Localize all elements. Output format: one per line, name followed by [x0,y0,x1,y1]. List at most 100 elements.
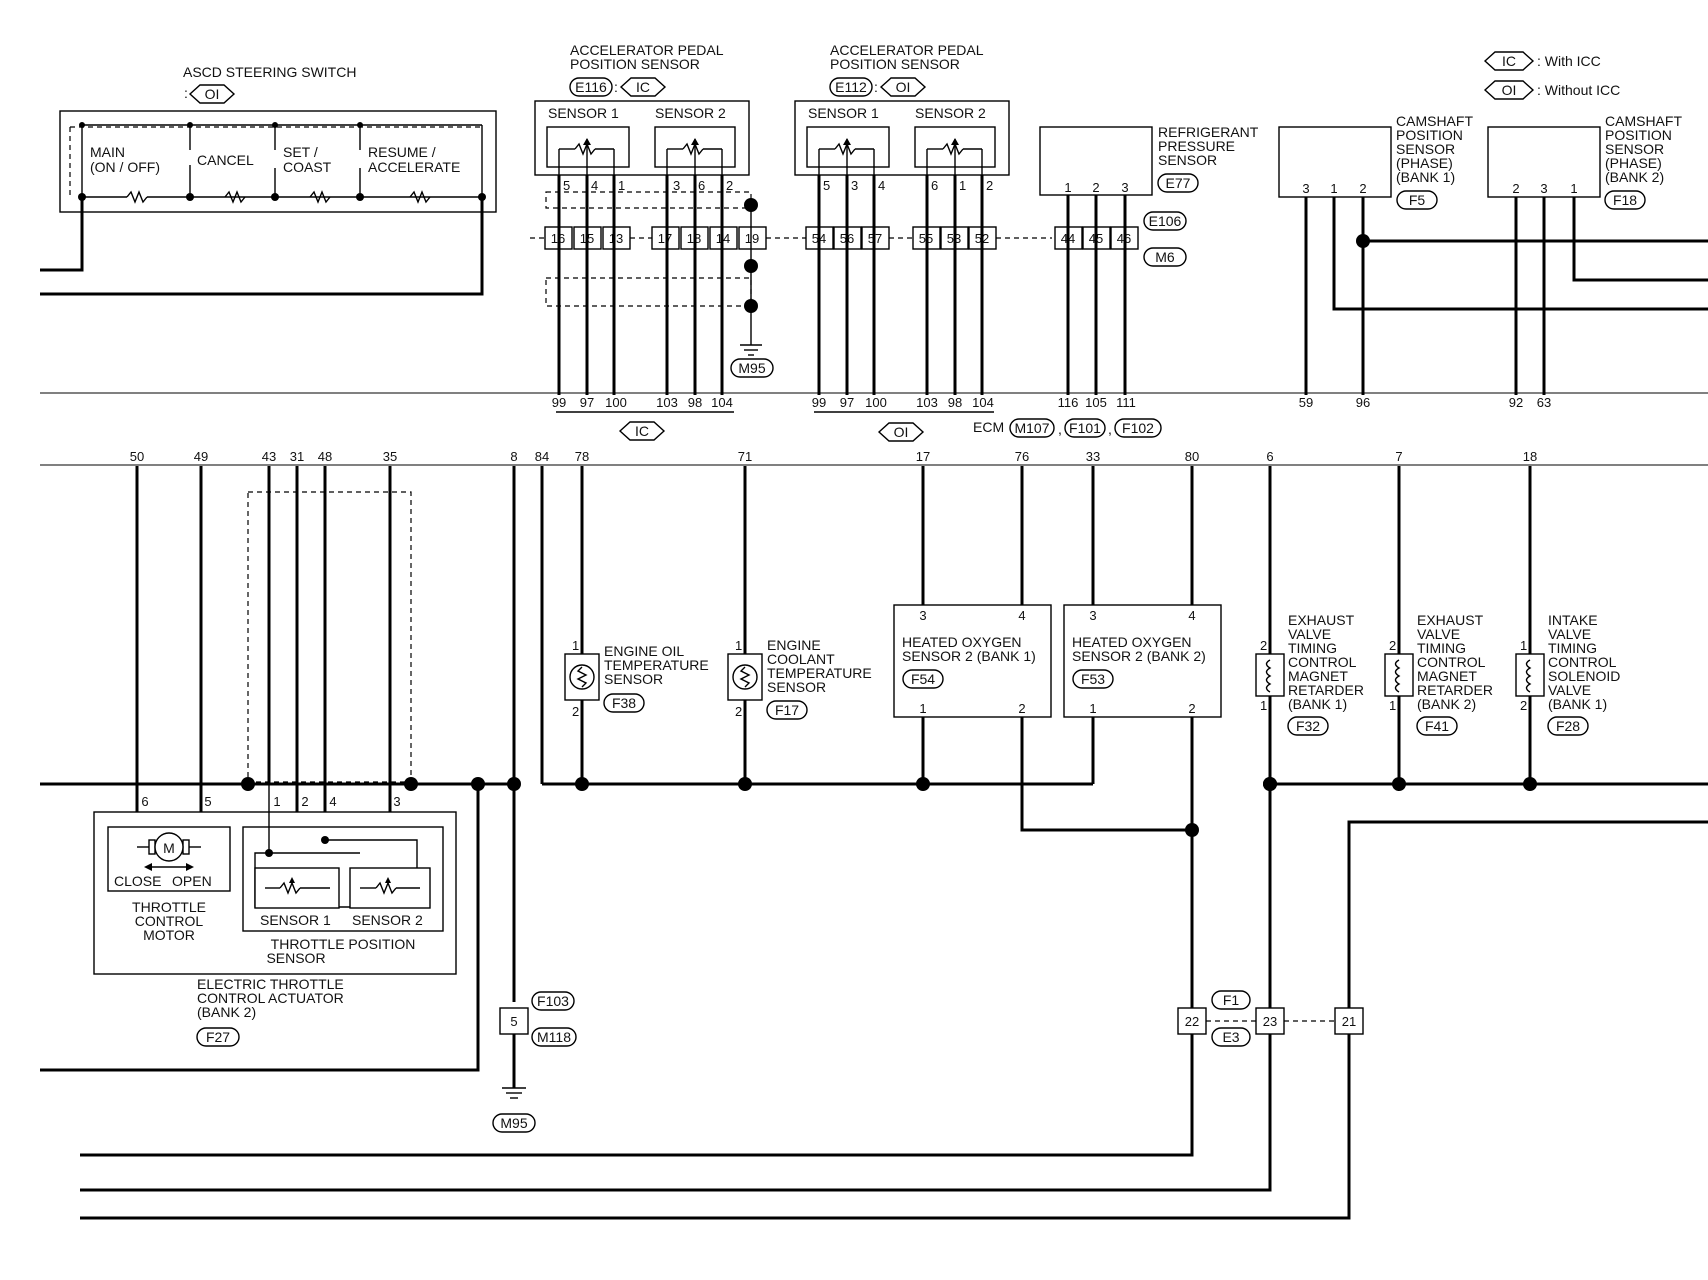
svg-text:CONTROL: CONTROL [1548,654,1617,670]
ecm-label: ECM M107 , F101 , F102 [973,418,1162,438]
app-ic-title-2: POSITION SENSOR [570,56,700,72]
engine-oil-temperature-sensor: 1 2 ENGINE OIL TEMPERATURE SENSOR F38 [564,466,709,791]
ecm-pin: 104 [972,395,994,410]
ecm-pin: 100 [865,395,887,410]
svg-text:TIMING: TIMING [1548,640,1597,656]
refrig-jconn1: E106 [1149,213,1182,229]
ecm-conn-2: F101 [1069,420,1101,436]
svg-text:17: 17 [916,449,930,464]
svg-text:3: 3 [919,608,926,623]
svg-text:THROTTLE: THROTTLE [132,899,206,915]
svg-text:71: 71 [738,449,752,464]
app-ic-pin: 3 [673,178,680,193]
app-ic-conn-sep: : [614,79,618,95]
legend-oi-text: : Without ICC [1537,82,1620,98]
svg-text:1: 1 [1330,181,1337,196]
cam1-title: CAMSHAFT [1396,113,1473,129]
refrig-pin: 2 [1092,180,1099,195]
app-ic-variant: IC [636,79,650,95]
exh1-conn: F32 [1296,718,1320,734]
ecm-pin: 103 [656,395,678,410]
ecm-text: ECM [973,419,1004,435]
tps-sensor2-label: SENSOR 2 [352,912,423,928]
ground-joint-conn2: M118 [537,1029,571,1045]
svg-text:7: 7 [1395,449,1402,464]
svg-text:SENSOR: SENSOR [767,679,826,695]
app-ic-conn-tag [569,77,613,97]
svg-text:TIMING: TIMING [1417,640,1466,656]
ground-joint-conn1: F103 [537,993,569,1009]
svg-text:1: 1 [1570,181,1577,196]
app-oi-pin: 5 [823,178,830,193]
camshaft-sensor-bank1: CAMSHAFT POSITION SENSOR (PHASE) (BANK 1… [1278,113,1708,410]
ecm-conn-3: F102 [1122,420,1154,436]
refrig-pin: 1 [1064,180,1071,195]
svg-text:84: 84 [535,449,549,464]
app-sensor-oi: ACCELERATOR PEDAL POSITION SENSOR E112 :… [794,42,1052,442]
svg-text:3: 3 [1089,608,1096,623]
ecm-comma: , [1108,421,1112,437]
heated-oxygen-sensor-bank2: 3 4 HEATED OXYGEN SENSOR 2 (BANK 2) F53 … [1063,466,1222,1008]
svg-text:4: 4 [1018,608,1025,623]
svg-text:3: 3 [1302,181,1309,196]
exhaust-valve-bank2: 2 1 EXHAUST VALVE TIMING CONTROL MAGNET … [1384,466,1493,791]
app-oi-conn: E112 [835,79,867,95]
svg-text:POSITION: POSITION [1396,127,1463,143]
svg-text:2: 2 [1260,638,1267,653]
app-ic-jpin: 17 [658,231,672,246]
ecm-pin: 98 [948,395,962,410]
svg-text:RETARDER: RETARDER [1288,682,1364,698]
app-oi-pin: 4 [878,178,885,193]
svg-text:2: 2 [1359,181,1366,196]
svg-text:ENGINE OIL: ENGINE OIL [604,643,684,659]
svg-text:4: 4 [1188,608,1195,623]
actuator-conn: F27 [206,1029,230,1045]
eot-conn: F38 [612,695,636,711]
legend: IC : With ICC OI : Without ICC [1483,51,1620,100]
svg-text:(BANK 2): (BANK 2) [197,1004,256,1020]
svg-text:1: 1 [919,701,926,716]
cam2-conn: F18 [1613,192,1637,208]
svg-text:2: 2 [1512,181,1519,196]
ecm-pin: 92 [1509,395,1523,410]
svg-text:(PHASE): (PHASE) [1396,155,1453,171]
svg-text:1: 1 [735,638,742,653]
heated-oxygen-sensor-bank1: 3 4 HEATED OXYGEN SENSOR 2 (BANK 1) F54 … [893,466,1192,832]
intake-valve-bank1: 1 2 INTAKE VALVE TIMING CONTROL SOLENOID… [1515,466,1620,791]
svg-text:(BANK 1): (BANK 1) [1288,696,1347,712]
intake-conn: F28 [1556,718,1580,734]
svg-text:1: 1 [1089,701,1096,716]
svg-text:21: 21 [1342,1014,1356,1029]
legend-oi-code: OI [1502,82,1517,98]
app-ic-ground: M95 [738,360,765,376]
svg-text:INTAKE: INTAKE [1548,612,1598,628]
svg-text:78: 78 [575,449,589,464]
svg-text:COOLANT: COOLANT [767,651,835,667]
svg-text:RETARDER: RETARDER [1417,682,1493,698]
app-ic-ecm-variant: IC [635,423,649,439]
app-ic-pin: 1 [618,178,625,193]
app-ic-pin: 5 [563,178,570,193]
refrig-jconn2: M6 [1155,249,1175,265]
app-ic-pin: 2 [726,178,733,193]
app-oi-variant: OI [896,79,911,95]
ascd-cancel-label: CANCEL [197,152,254,168]
svg-text:2: 2 [1520,698,1527,713]
svg-text:2: 2 [1188,701,1195,716]
motor-close-label: CLOSE [114,873,161,889]
svg-text:VALVE: VALVE [1548,626,1591,642]
ascd-resume-label: RESUME / [368,144,436,160]
app-oi-sensor2-label: SENSOR 2 [915,105,986,121]
svg-text:HEATED OXYGEN: HEATED OXYGEN [902,634,1022,650]
ecm-conn-1: M107 [1014,420,1049,436]
svg-text:48: 48 [318,449,332,464]
svg-text:6: 6 [141,794,148,809]
ground-joint: 5 F103 M118 M95 [40,466,1093,1133]
app-ic-sensor1-label: SENSOR 1 [548,105,619,121]
ecm-pin: 99 [552,395,566,410]
electric-throttle-actuator: 6 5 1 2 4 3 M CLOSE OPEN THROTTLE CONTRO… [40,466,516,1047]
svg-text:1: 1 [273,794,280,809]
svg-text:31: 31 [290,449,304,464]
svg-text:3: 3 [393,794,400,809]
